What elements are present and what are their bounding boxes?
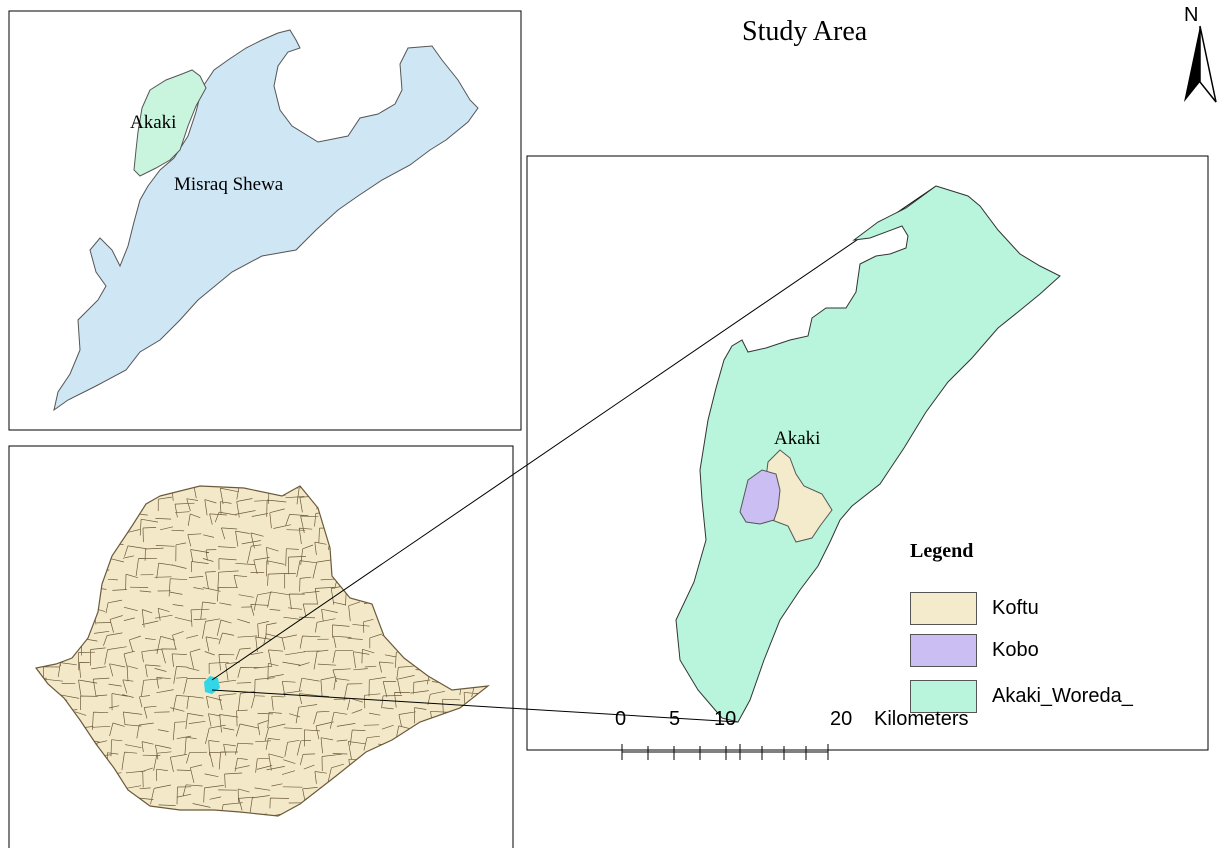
legend-label-akaki-woreda: Akaki_Woreda_ <box>992 684 1133 707</box>
scale-label-10: 10 <box>714 708 737 730</box>
north-arrow-icon <box>1184 25 1217 103</box>
north-arrow-label: N <box>1184 4 1199 26</box>
main-map-frame <box>526 155 1209 751</box>
study-area-marker <box>204 676 220 694</box>
legend-item-kobo: Kobo <box>910 631 1039 669</box>
main-map-akaki-label: Akaki <box>774 428 821 449</box>
legend-swatch-akaki-woreda <box>910 679 977 713</box>
legend-title: Legend <box>910 540 974 562</box>
kobo-region <box>739 469 781 525</box>
legend-item-akaki-woreda: Akaki_Woreda_ <box>910 677 1133 715</box>
akaki-top-region <box>133 69 207 177</box>
legend-item-koftu: Koftu <box>910 589 1039 627</box>
leader-line-bottom <box>211 689 739 723</box>
leader-line-top <box>211 185 937 681</box>
scale-label-5: 5 <box>669 708 681 730</box>
country-map <box>34 485 491 817</box>
legend-label-kobo: Kobo <box>992 638 1039 661</box>
scale-label-20: 20 <box>830 708 853 730</box>
akaki-woreda-region <box>675 185 1061 723</box>
inset-top-frame <box>8 10 522 431</box>
misraq-shewa-region <box>53 29 479 412</box>
legend-swatch-koftu <box>910 591 977 625</box>
scale-label-0: 0 <box>615 708 627 730</box>
inset-bottom-frame <box>8 445 514 848</box>
scale-unit-label: Kilometers <box>874 708 969 730</box>
inset-top-akaki-label: Akaki <box>130 112 177 133</box>
scale-bar <box>621 744 829 760</box>
country-outline <box>34 485 491 817</box>
legend-label-koftu: Koftu <box>992 596 1039 619</box>
inset-top-misraq-shewa-label: Misraq Shewa <box>174 174 284 195</box>
legend-swatch-kobo <box>910 633 977 667</box>
map-title: Study Area <box>742 16 868 47</box>
